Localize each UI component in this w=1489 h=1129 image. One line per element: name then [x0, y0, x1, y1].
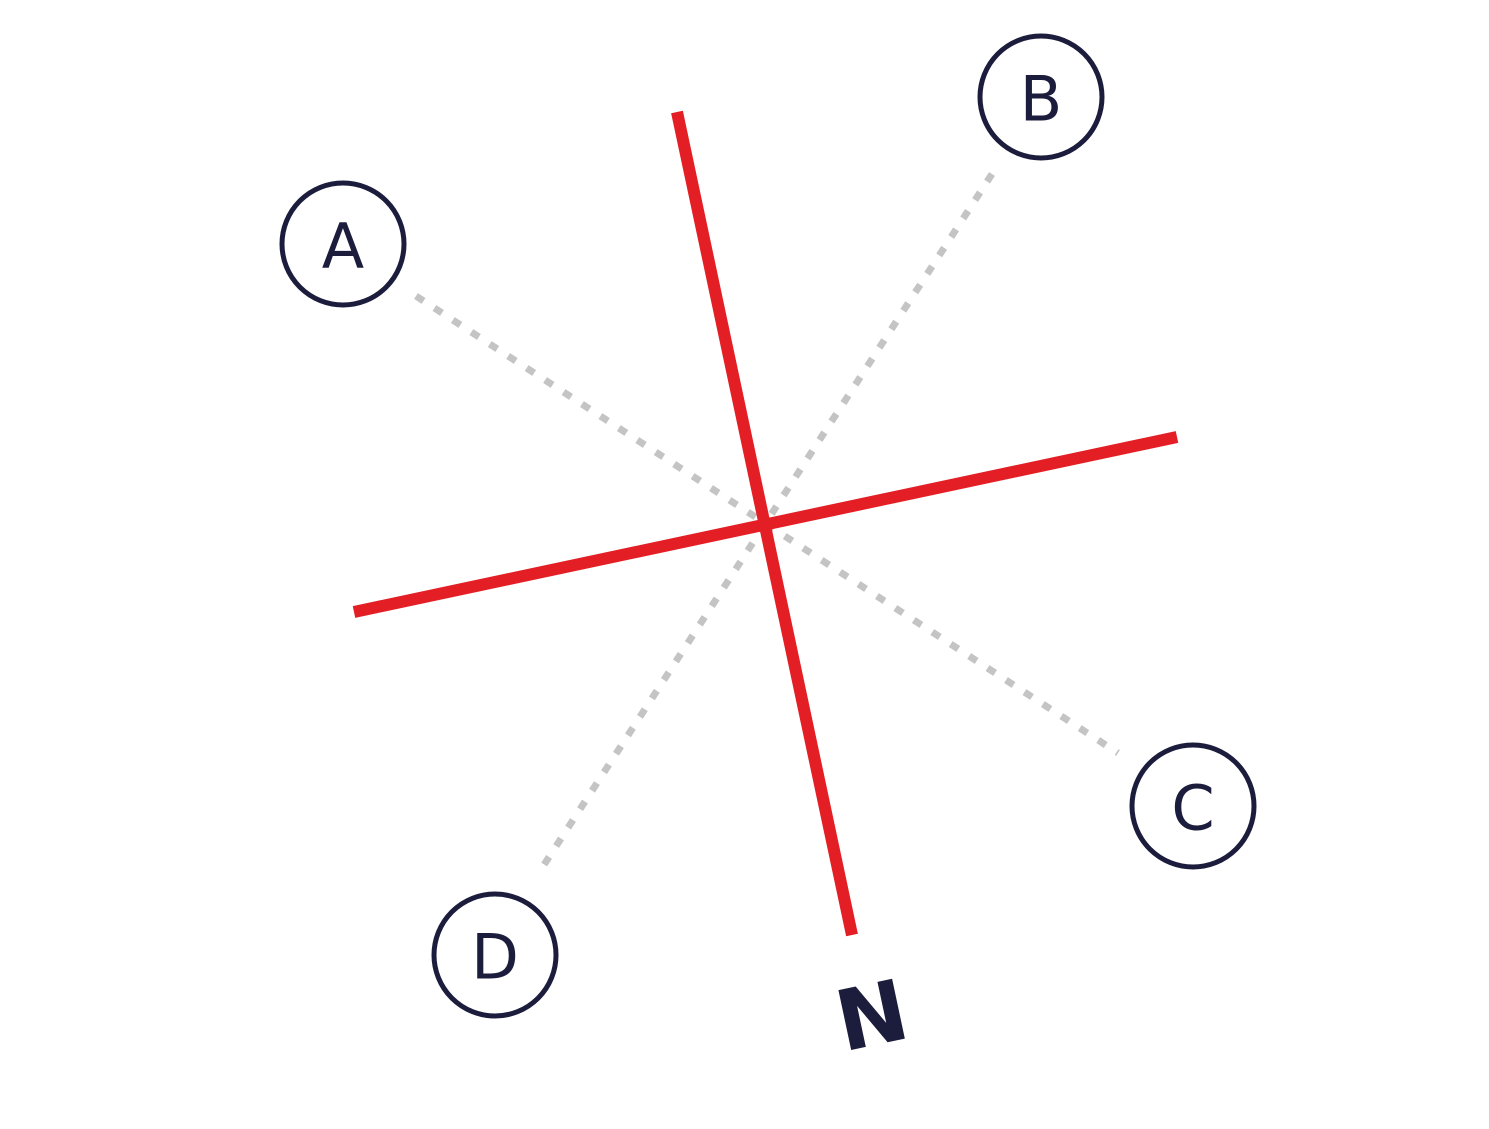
- label-b-circle: [977, 33, 1105, 161]
- guide-line-b-d: [535, 172, 995, 876]
- label-d-circle: [431, 891, 559, 1019]
- label-c-circle: [1129, 742, 1257, 870]
- label-b-text: B: [1020, 63, 1063, 136]
- label-d: D: [431, 891, 559, 1019]
- label-a-circle: [279, 180, 407, 308]
- label-c-text: C: [1171, 772, 1214, 845]
- label-c: C: [1129, 742, 1257, 870]
- north-south-axis: [671, 110, 858, 937]
- north-label: N: [827, 961, 916, 1071]
- label-a-text: A: [322, 210, 364, 283]
- label-d-text: D: [471, 921, 519, 994]
- label-a: A: [279, 180, 407, 308]
- label-b: B: [977, 33, 1105, 161]
